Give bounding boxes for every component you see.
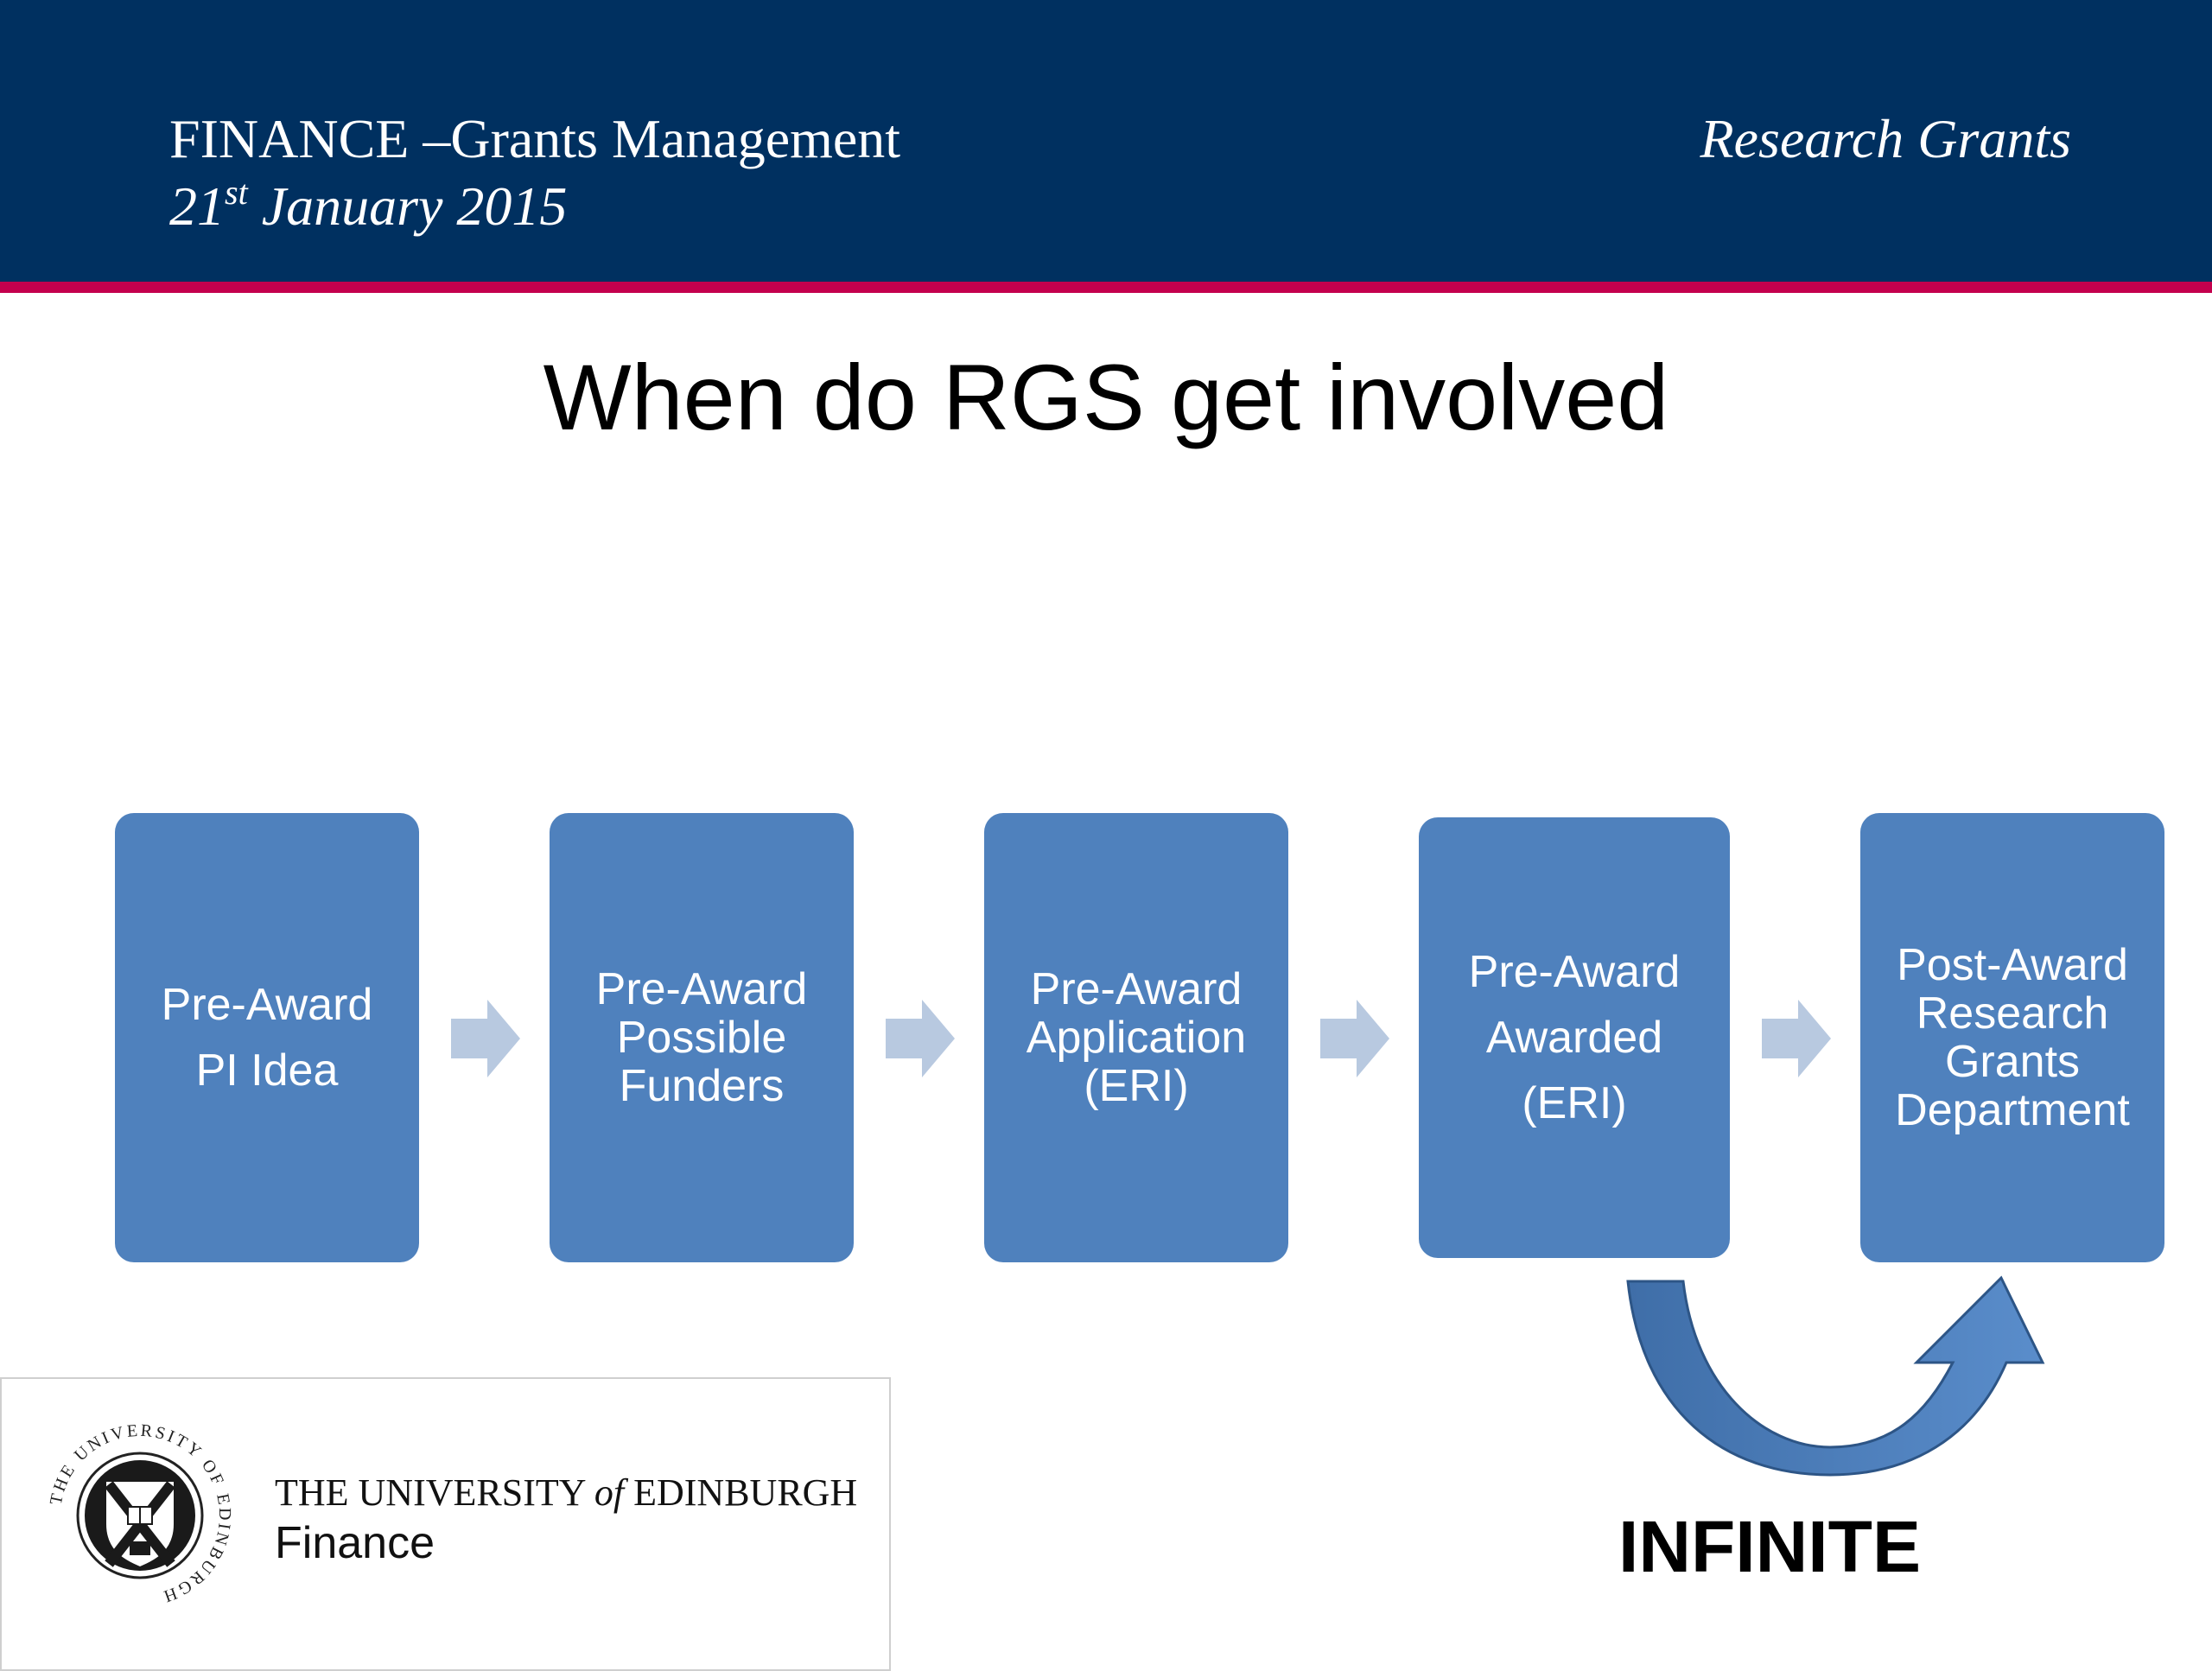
curved-loop-arrow-icon <box>1626 1275 2045 1477</box>
step-line: Awarded <box>1485 1013 1663 1063</box>
header-date-rest: January 2015 <box>247 175 568 237</box>
step-line: Pre-Award <box>1468 947 1681 997</box>
step-possible-funders: Pre-Award Possible Funders <box>550 813 854 1262</box>
step-line: PI Idea <box>195 1045 339 1096</box>
header-band <box>0 0 2212 282</box>
header-section-label: Research Grants <box>1700 108 2071 169</box>
university-name-of: of <box>594 1471 625 1514</box>
slide-title: When do RGS get involved <box>543 345 1669 449</box>
university-name: THE UNIVERSITY of EDINBURGH <box>275 1471 857 1515</box>
step-awarded: Pre-Award Awarded (ERI) <box>1419 817 1730 1258</box>
step-line: Grants <box>1944 1037 2081 1087</box>
university-name-part: THE UNIVERSITY <box>275 1471 594 1514</box>
step-line: Post-Award <box>1897 940 2128 990</box>
step-line: Possible <box>616 1013 787 1063</box>
header-date: 21st January 2015 <box>169 173 567 240</box>
arrow-right-icon <box>1320 1000 1389 1077</box>
header-rule <box>0 282 2212 293</box>
arrow-right-icon <box>886 1000 955 1077</box>
header-date-suffix: st <box>225 173 248 212</box>
step-line: Pre-Award <box>595 964 808 1014</box>
arrow-right-icon <box>451 1000 520 1077</box>
step-line: Pre-Award <box>1030 964 1243 1014</box>
loop-label: INFINITE <box>1618 1506 1921 1587</box>
header-title: FINANCE –Grants Management <box>169 108 901 169</box>
arrow-right-icon <box>1762 1000 1831 1077</box>
step-pi-idea: Pre-Award PI Idea <box>115 813 419 1262</box>
header-date-day: 21 <box>169 175 225 237</box>
step-application: Pre-Award Application (ERI) <box>984 813 1288 1262</box>
step-line: Pre-Award <box>161 980 373 1030</box>
step-line: (ERI) <box>1084 1061 1189 1111</box>
step-line: (ERI) <box>1522 1078 1627 1128</box>
step-line: Research <box>1916 988 2109 1039</box>
step-line: Application <box>1026 1013 1247 1063</box>
university-name-part: EDINBURGH <box>624 1471 858 1514</box>
department-name: Finance <box>275 1518 435 1568</box>
university-crest-icon: THE UNIVERSITY OF EDINBURGH <box>47 1421 232 1607</box>
step-post-award: Post-Award Research Grants Department <box>1860 813 2164 1262</box>
step-line: Department <box>1895 1085 2130 1135</box>
step-line: Funders <box>619 1061 785 1111</box>
university-logo-block: THE UNIVERSITY OF EDINBURGH THE UNIVERSI… <box>0 1377 891 1671</box>
